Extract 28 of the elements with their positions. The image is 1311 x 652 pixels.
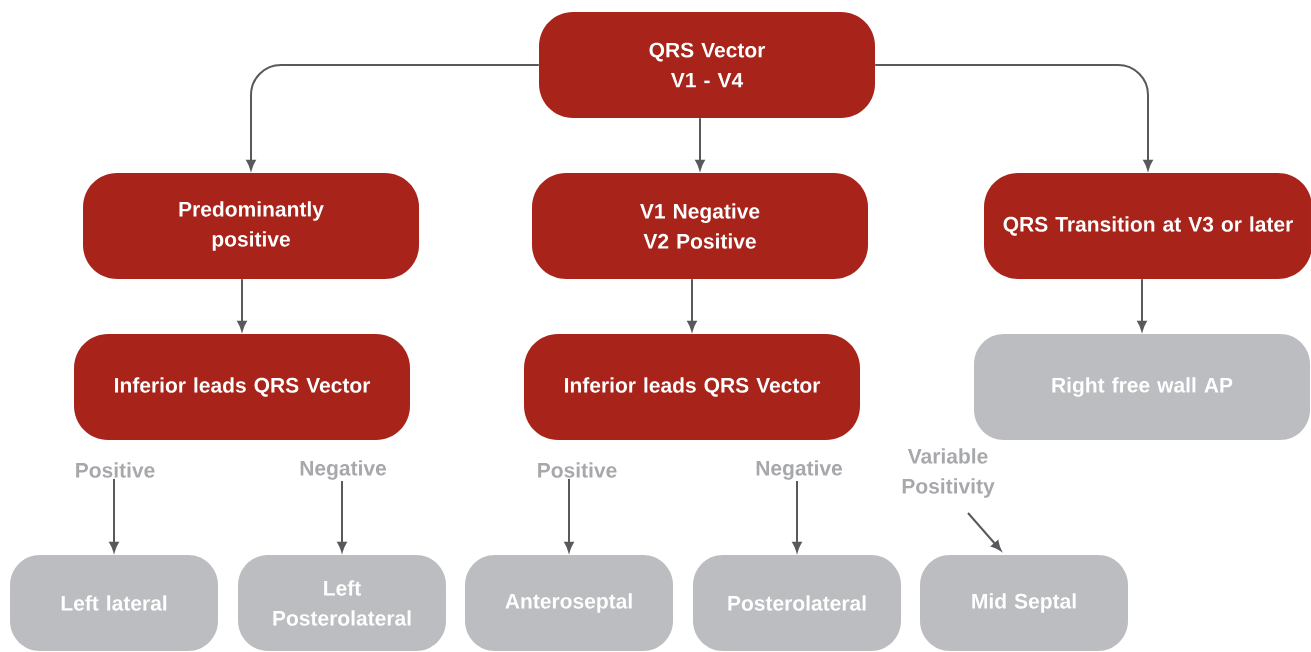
process-box: Inferior leads QRS Vector bbox=[74, 334, 410, 440]
result-box: Right free wall AP bbox=[974, 334, 1310, 440]
process-box: QRS Vector V1 - V4 bbox=[539, 12, 875, 118]
arrow bbox=[564, 477, 574, 553]
arrow bbox=[1137, 278, 1147, 332]
arrow bbox=[874, 64, 1153, 171]
arrow bbox=[687, 278, 697, 332]
branch-label: Variable Positivity bbox=[902, 448, 995, 498]
arrow bbox=[337, 480, 347, 553]
process-box: Predominantly positive bbox=[83, 173, 419, 279]
arrow bbox=[237, 278, 247, 332]
arrow bbox=[792, 480, 802, 553]
result-box: Posterolateral bbox=[693, 555, 901, 651]
arrow bbox=[246, 64, 540, 171]
result-box: Left lateral bbox=[10, 555, 218, 651]
arrow bbox=[695, 117, 705, 171]
arrow bbox=[967, 512, 1002, 551]
process-box: Inferior leads QRS Vector bbox=[524, 334, 860, 440]
arrow bbox=[109, 477, 119, 553]
result-box: Left Posterolateral bbox=[238, 555, 446, 651]
result-box: Anteroseptal bbox=[465, 555, 673, 651]
branch-label: Positive bbox=[538, 462, 617, 478]
branch-label: Negative bbox=[756, 460, 843, 480]
result-box: Mid Septal bbox=[920, 555, 1128, 651]
process-box: V1 Negative V2 Positive bbox=[532, 173, 868, 279]
branch-label: Positive bbox=[76, 462, 155, 478]
branch-label: Negative bbox=[300, 460, 387, 480]
process-box: QRS Transition at V3 or later bbox=[984, 173, 1311, 279]
